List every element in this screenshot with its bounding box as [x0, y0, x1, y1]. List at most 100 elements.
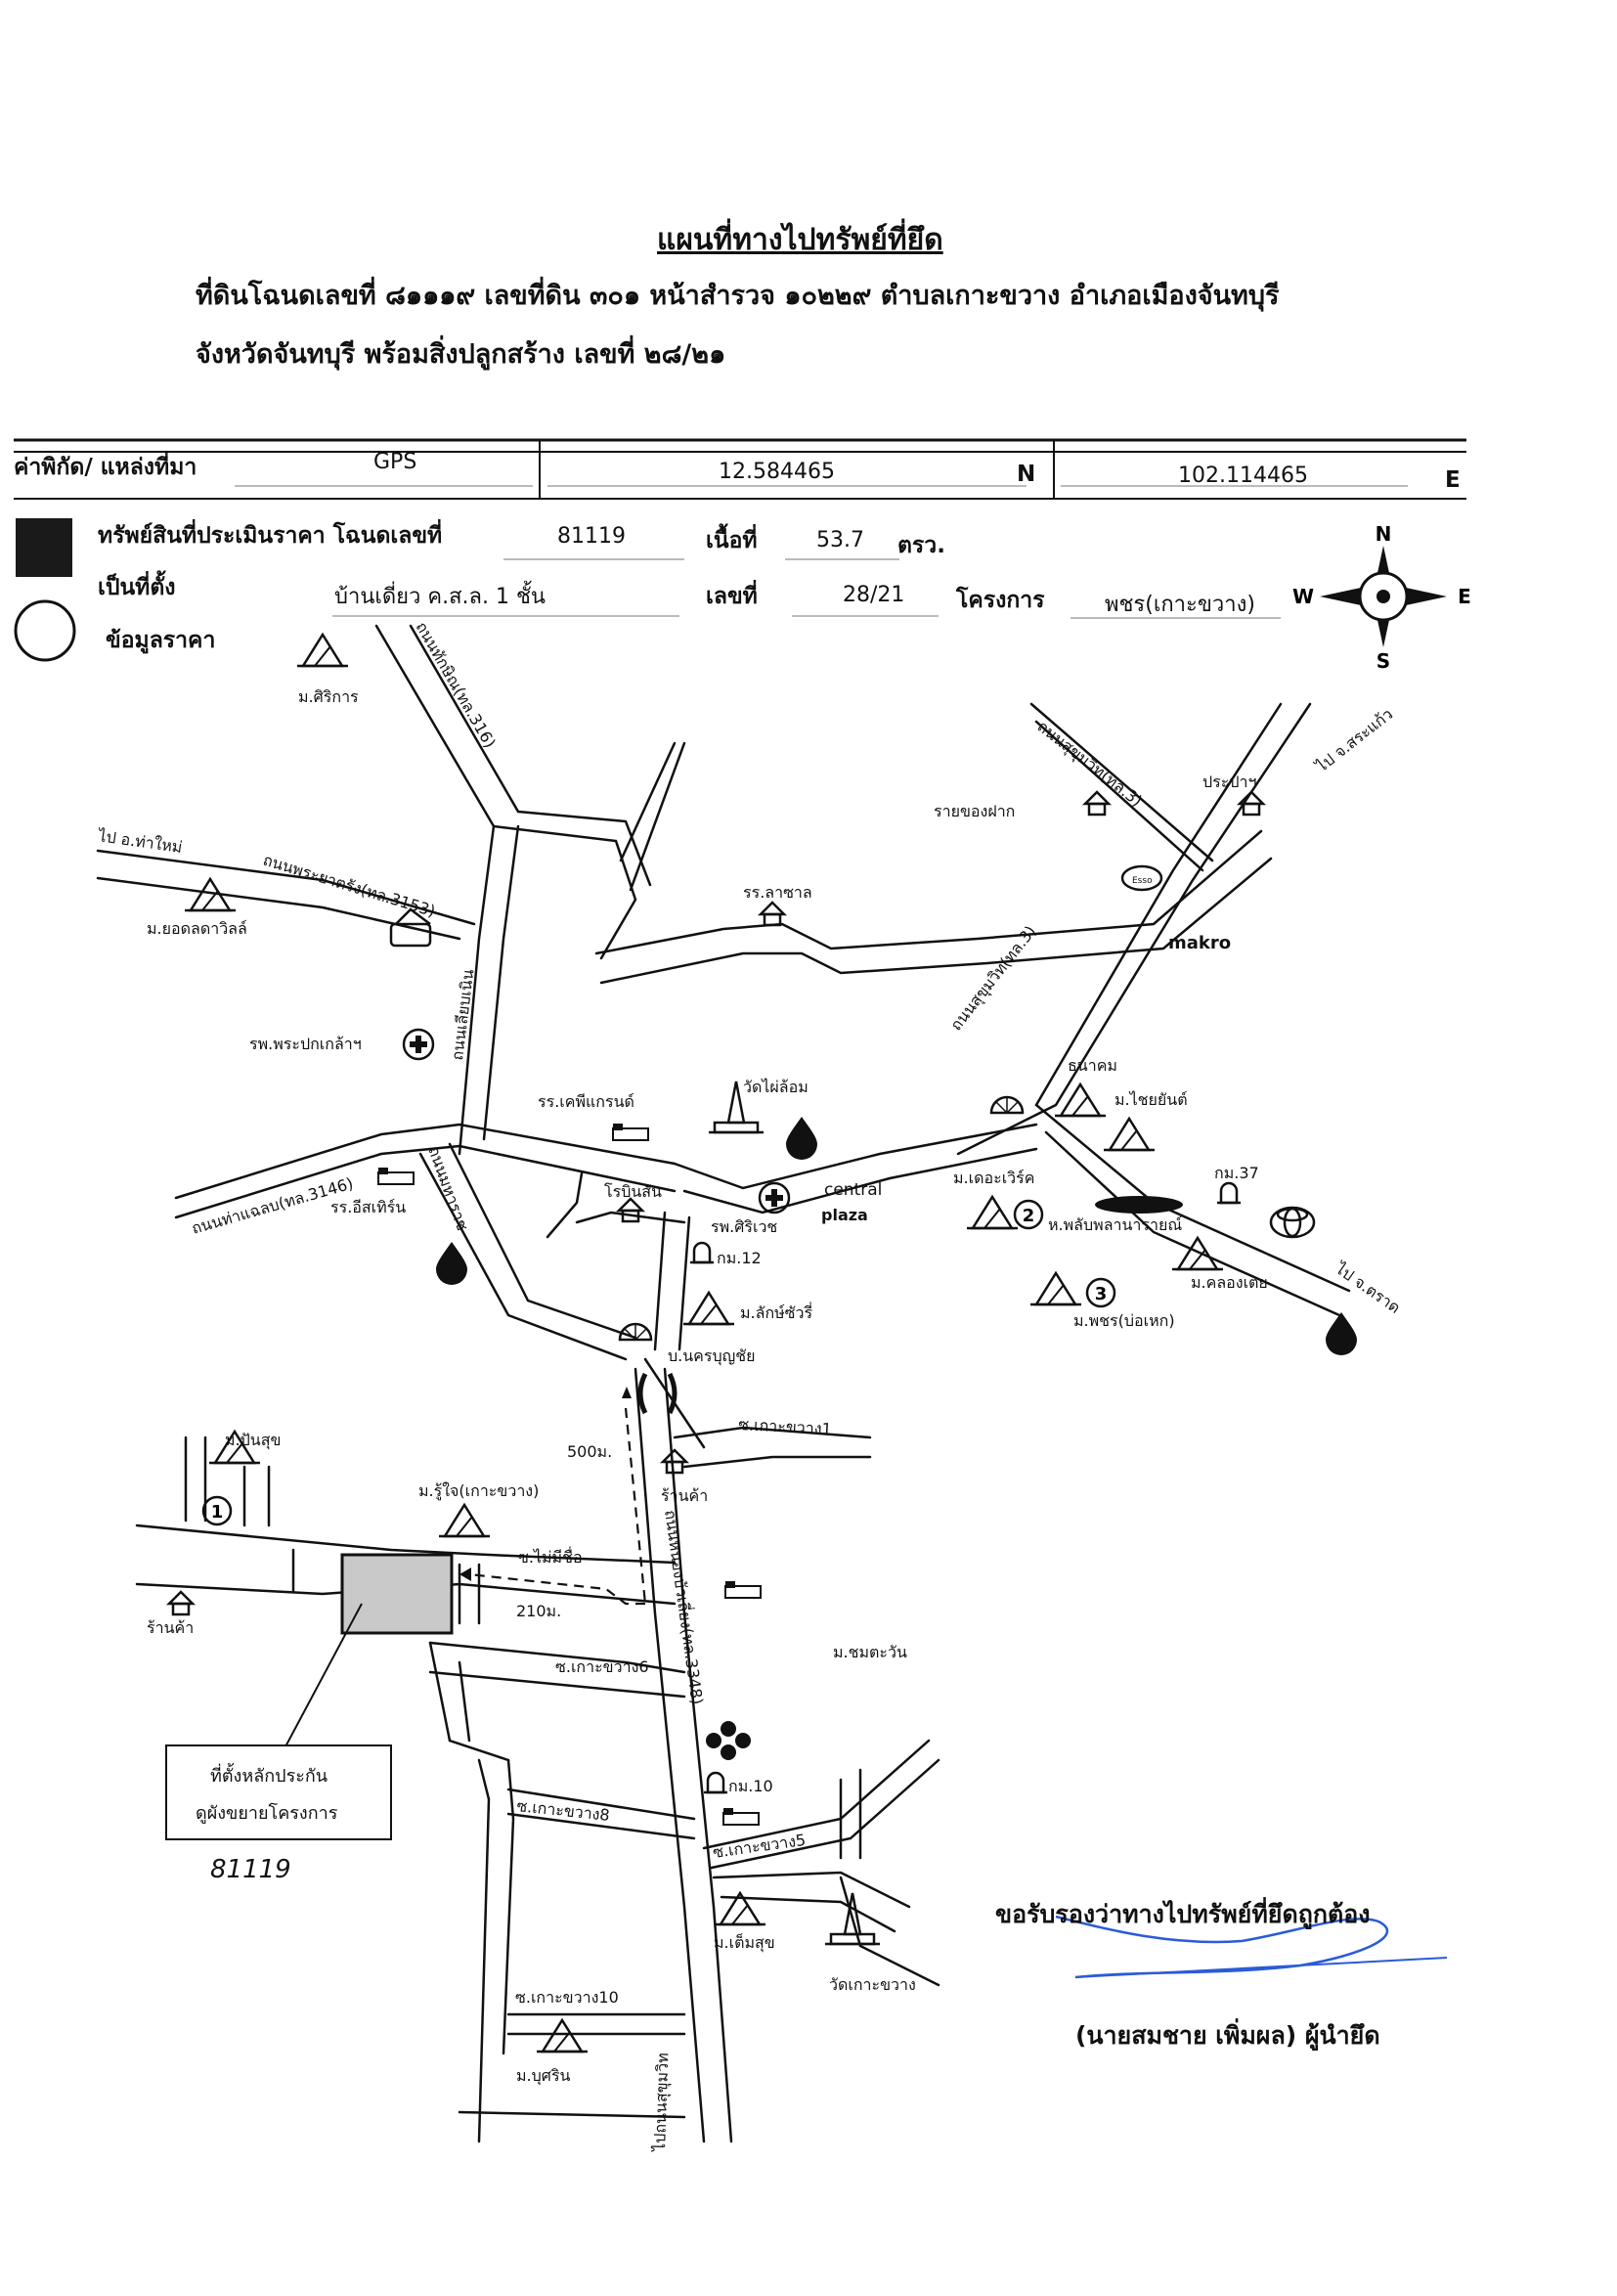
gas-drop-icon-3	[1326, 1312, 1357, 1355]
signature-scribble	[1055, 1915, 1389, 1979]
label-to-srakaeo: ไป จ.สระแก้ว	[1311, 705, 1396, 777]
label-prapa: ประปาฯ	[1202, 773, 1256, 791]
shell-icon-2	[618, 1322, 653, 1342]
certification-statement: ขอรับรองว่าทางไปทรัพย์ที่ยึดถูกต้อง	[995, 1900, 1371, 1928]
area-unit: ตรว.	[897, 533, 945, 558]
label-soi-kk10: ซ.เกาะขวาง10	[515, 1988, 619, 2007]
house-number: 28/21	[843, 583, 905, 607]
road-kk8-a	[506, 1788, 696, 1821]
road-phrayatrang-b	[96, 876, 461, 941]
house-icon-prapa	[1238, 790, 1265, 817]
road-nongbua-b	[663, 1367, 733, 2143]
village-icon-thanakhom	[1053, 1082, 1108, 1118]
label-plaza: plaza	[821, 1206, 868, 1224]
callout-box	[165, 1744, 392, 1840]
latitude-value: 12.584465	[719, 460, 835, 484]
hospital-icon-prapokklao	[402, 1028, 435, 1061]
roads	[96, 624, 1351, 2143]
route-arrow-north	[622, 1387, 632, 1398]
road-north-spur-b	[619, 741, 677, 862]
hotel-icon-kp	[612, 1123, 649, 1141]
label-km37: กม.37	[1214, 1164, 1259, 1182]
document-title: แผนที่ทางไปทรัพย์ที่ยึด	[657, 223, 943, 257]
road-trat-b	[1044, 1130, 1341, 1317]
road-thachalap-a	[174, 1123, 677, 1200]
label-hotel-phalap: ห.พลับพลานารายณ์	[1048, 1215, 1182, 1234]
road-west-5a	[428, 1641, 510, 1762]
hotel-phalap-blot	[1095, 1196, 1183, 1214]
road-maharaj-a	[418, 1152, 628, 1361]
road-phrayatrang-a	[96, 849, 476, 926]
compass-east-arrow	[1396, 588, 1447, 605]
signer-name: (นายสมชาย เพิ่มผล) ผู้นำยึด	[1075, 2021, 1380, 2050]
label-km12: กม.12	[717, 1249, 762, 1267]
label-thanakhom: ธนาคม	[1068, 1056, 1117, 1075]
label-m-khlong-toei: ม.คลองเตย	[1191, 1273, 1268, 1292]
project-name: พชร(เกาะขวาง)	[1105, 593, 1255, 617]
callout-line1: ที่ตั้งหลักประกัน	[210, 1763, 328, 1787]
house-icon-shop1	[167, 1590, 195, 1616]
subject-property-legend-icon	[16, 518, 72, 577]
road-siriwet-b	[677, 1215, 691, 1351]
office-hand-icon	[389, 907, 432, 948]
label-m-chaiyan: ม.ไชยยันต์	[1114, 1090, 1188, 1109]
longitude-value: 102.114465	[1178, 464, 1308, 488]
house-icon-lasal	[759, 901, 786, 927]
callout-pointer	[283, 1603, 363, 1751]
marker-2: 2	[1023, 1206, 1035, 1226]
road-north-link-b	[516, 810, 652, 887]
label-makro: makro	[1168, 933, 1231, 953]
latitude-unit: N	[1017, 462, 1036, 487]
road-kk8-b	[506, 1812, 696, 1840]
route-arrow-west	[459, 1567, 471, 1581]
label-m-laksuree: ม.ลักษ์ซัวรี่	[740, 1302, 813, 1322]
label-soi-maimisue: ซ.ไม่มีชื่อ	[518, 1546, 583, 1567]
deed-number: 81119	[557, 524, 626, 549]
label-school-kp: รร.เคพีแกรนด์	[538, 1092, 634, 1111]
label-dist-500: 500ม.	[567, 1442, 612, 1461]
document-subtitle-line1: ที่ดินโฉนดเลขที่ ๘๑๑๑๙ เลขที่ดิน ๓๐๑ หน้…	[196, 281, 1280, 311]
house-icon-rai-khong-fak	[1083, 790, 1111, 817]
marker-circle-2	[1013, 1199, 1044, 1230]
road-thaksin-b	[409, 624, 520, 814]
road-west-6b	[502, 1758, 515, 2055]
bridge-icon	[637, 1372, 677, 1415]
callout-line2: ดูผังขยายโครงการ	[196, 1802, 338, 1824]
asset-label: ทรัพย์สินที่ประเมินราคา โฉนดเลขที่	[98, 523, 443, 549]
road-kk1-b	[682, 1455, 872, 1469]
label-rd-maharaj: ถนนมหาราช	[424, 1144, 472, 1233]
house-icon-robinson	[617, 1197, 644, 1223]
road-kk5-b	[720, 1895, 896, 1933]
location-label: เป็นที่ตั้ง	[98, 575, 176, 600]
label-m-yodladda: ม.ยอดลดาวิลล์	[147, 919, 247, 938]
road-kk5-c	[839, 1876, 940, 1987]
toyota-icon	[1269, 1206, 1316, 1239]
label-dist-210: 210ม.	[516, 1602, 561, 1620]
house-icon-shop2	[661, 1448, 688, 1475]
km-post-icon-37	[1215, 1181, 1243, 1205]
house-no-label: เลขที่	[706, 584, 758, 609]
label-m-sirikarn: ม.ศิริการ	[298, 687, 359, 706]
road-thaksin-a	[374, 624, 496, 828]
road-nongbua-a	[634, 1367, 706, 2143]
km-post-icon-10	[702, 1771, 729, 1794]
label-central: central	[824, 1180, 882, 1200]
road-robinson-link-b	[575, 1211, 686, 1224]
road-liabnoen-b	[482, 824, 520, 1141]
road-central-a	[673, 1123, 1038, 1190]
road-sukhumvit-top-b	[1034, 720, 1204, 872]
gas-drop-icon-1	[786, 1117, 817, 1160]
village-icon-buririn	[535, 2018, 590, 2053]
village-icon-sirikarn	[295, 633, 350, 668]
label-rd-thaksin: ถนนทักษิณ(ทล.316)	[413, 619, 500, 752]
road-kk5-a	[712, 1871, 911, 1909]
road-central-b	[682, 1147, 1038, 1214]
road-sukhumvit-a	[956, 702, 1312, 1156]
label-rd-nongbua: ถนนหนองบัวเลี่ยง(ทล.3348)	[661, 1509, 709, 1706]
label-to-sukhumvit: ไปถนนสุขุมวิท	[650, 2053, 674, 2153]
marker-circle-3	[1085, 1277, 1116, 1308]
village-icon-the-work	[965, 1195, 1020, 1230]
road-west-5b	[458, 1660, 471, 1743]
road-siriwet-a	[653, 1211, 667, 1351]
label-rai-khong-fak: รายของฝาก	[934, 802, 1015, 820]
